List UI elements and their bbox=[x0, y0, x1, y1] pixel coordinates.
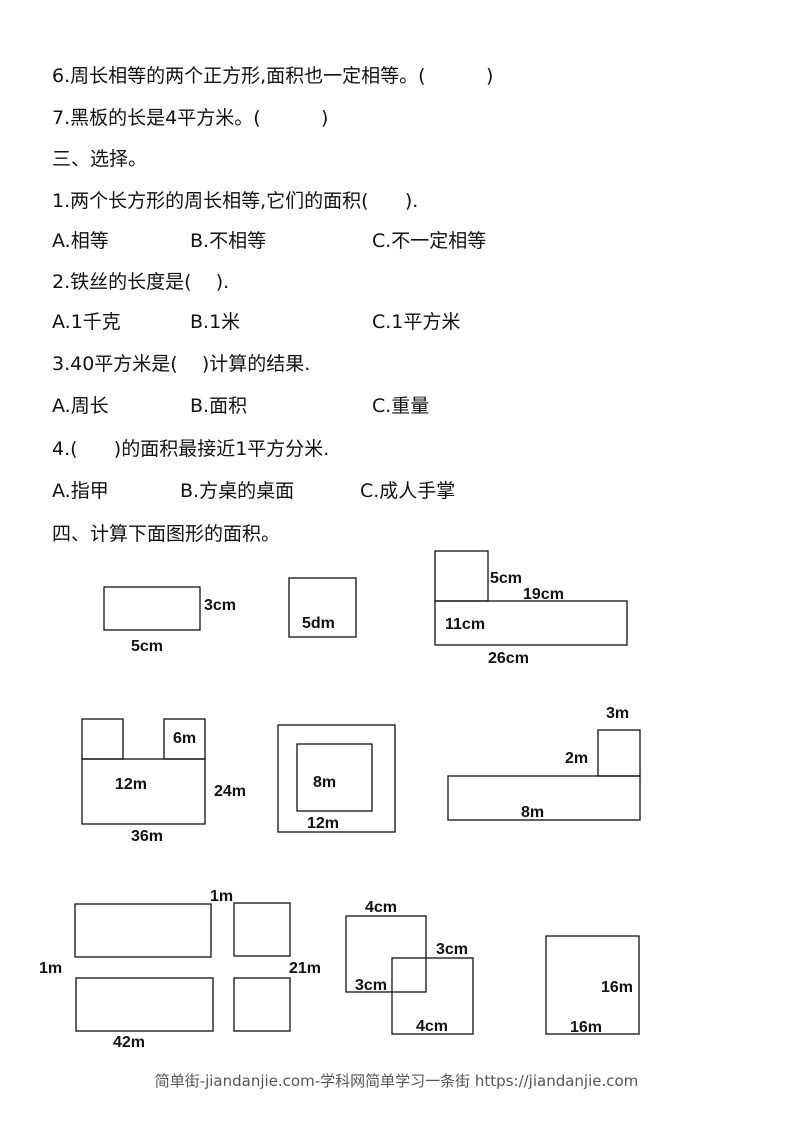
choice-q2: 2.铁丝的长度是( ). bbox=[52, 271, 230, 293]
figure-4-label-a: 6m bbox=[173, 730, 196, 747]
figure-4: 6m 12m 24m 36m bbox=[81, 718, 246, 845]
figure-9: 16m 16m bbox=[545, 935, 640, 1036]
figure-7: 1m 1m 21m 42m bbox=[39, 888, 321, 1051]
choice-q2-b: B.1米 bbox=[190, 311, 241, 333]
choice-q3: 3.40平方米是( )计算的结果. bbox=[52, 353, 311, 375]
choice-q4-a: A.指甲 bbox=[52, 480, 109, 502]
rectangle-shape bbox=[434, 600, 628, 646]
figure-8-label-d: 4cm bbox=[416, 1018, 448, 1035]
square-shape bbox=[288, 577, 357, 638]
figure-9-label-a: 16m bbox=[601, 979, 633, 996]
square-top-left-shape bbox=[345, 915, 427, 993]
rectangle-shape bbox=[81, 758, 206, 825]
choice-q1-b: B.不相等 bbox=[190, 230, 267, 252]
figure-3: 5cm 19cm 11cm 26cm bbox=[434, 550, 628, 667]
outer-square-shape bbox=[277, 724, 396, 833]
choice-q3-a: A.周长 bbox=[52, 395, 109, 417]
choice-q3-b: B.面积 bbox=[190, 395, 248, 417]
small-square-shape bbox=[597, 729, 641, 777]
rectangle-top-left-shape bbox=[74, 903, 212, 958]
figure-6: 3m 2m 8m bbox=[447, 705, 641, 821]
choice-q4-b: B.方桌的桌面 bbox=[180, 480, 295, 502]
rectangle-top-right-shape bbox=[233, 902, 291, 957]
figure-8-label-c: 3cm bbox=[355, 977, 387, 994]
choice-q1-a: A.相等 bbox=[52, 230, 109, 252]
question-7: 7.黑板的长是4平方米。( ) bbox=[52, 107, 329, 129]
figure-7-label-c: 21m bbox=[289, 960, 321, 977]
figure-1-bottom-label: 5cm bbox=[131, 638, 163, 655]
question-6: 6.周长相等的两个正方形,面积也一定相等。( ) bbox=[52, 65, 494, 87]
figure-6-label-a: 3m bbox=[606, 705, 629, 722]
figure-8-label-a: 4cm bbox=[365, 899, 397, 916]
figure-3-label-b: 19cm bbox=[523, 586, 564, 603]
figure-1-side-label: 3cm bbox=[204, 597, 236, 614]
cutout-left-shape bbox=[81, 718, 124, 760]
figure-1: 3cm 5cm bbox=[103, 586, 236, 655]
choice-q4-c: C.成人手掌 bbox=[360, 480, 456, 502]
choice-q4: 4.( )的面积最接近1平方分米. bbox=[52, 438, 330, 460]
figure-7-label-a: 1m bbox=[210, 888, 233, 905]
section-4-heading: 四、计算下面图形的面积。 bbox=[52, 523, 281, 545]
section-3-heading: 三、选择。 bbox=[52, 148, 148, 170]
small-square-shape bbox=[434, 550, 489, 602]
choice-q1-c: C.不一定相等 bbox=[372, 230, 487, 252]
figure-4-label-c: 24m bbox=[214, 783, 246, 800]
figure-3-label-c: 11cm bbox=[445, 616, 485, 633]
figure-2-label: 5dm bbox=[302, 615, 335, 632]
square-shape bbox=[545, 935, 640, 1035]
figure-7-label-d: 42m bbox=[113, 1034, 145, 1051]
figure-3-label-a: 5cm bbox=[490, 570, 522, 587]
rectangle-bottom-left-shape bbox=[75, 977, 214, 1032]
figure-6-label-b: 2m bbox=[565, 750, 588, 767]
figure-5-label-b: 12m bbox=[307, 815, 339, 832]
choice-q1: 1.两个长方形的周长相等,它们的面积( ). bbox=[52, 190, 419, 212]
figure-9-label-b: 16m bbox=[570, 1019, 602, 1036]
figure-3-label-d: 26cm bbox=[488, 650, 529, 667]
figure-2: 5dm bbox=[288, 577, 357, 638]
page-footer: 简单街-jiandanjie.com-学科网简单学习一条街 https://ji… bbox=[154, 1072, 639, 1090]
rectangle-shape bbox=[103, 586, 201, 631]
choice-q2-a: A.1千克 bbox=[52, 311, 121, 333]
figure-8-label-b: 3cm bbox=[436, 941, 468, 958]
choice-q3-c: C.重量 bbox=[372, 395, 430, 417]
figure-4-label-d: 36m bbox=[131, 828, 163, 845]
figure-6-label-c: 8m bbox=[521, 804, 544, 821]
figure-7-label-b: 1m bbox=[39, 960, 62, 977]
choice-q2-c: C.1平方米 bbox=[372, 311, 461, 333]
figure-5: 8m 12m bbox=[277, 724, 396, 833]
inner-square-shape bbox=[296, 743, 373, 812]
rectangle-shape bbox=[447, 775, 641, 821]
square-bottom-right-shape bbox=[391, 957, 474, 1035]
figure-5-label-a: 8m bbox=[313, 774, 336, 791]
figure-8: 4cm 3cm 3cm 4cm bbox=[345, 899, 474, 1035]
rectangle-bottom-right-shape bbox=[233, 977, 291, 1032]
figure-4-label-b: 12m bbox=[115, 776, 147, 793]
